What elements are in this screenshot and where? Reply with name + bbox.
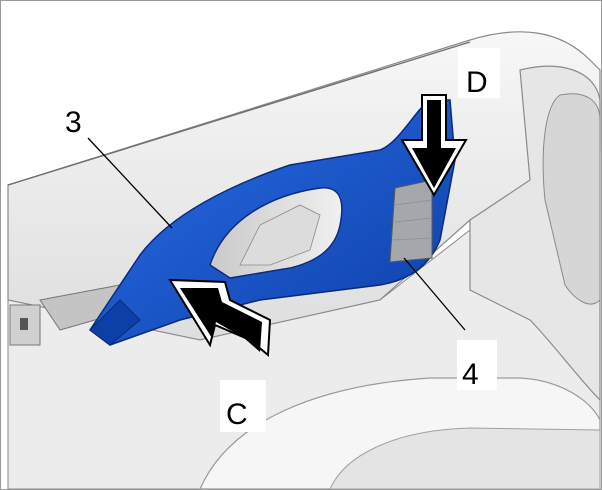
label-box-d <box>458 48 500 98</box>
handle-recess-mechanism <box>239 204 321 266</box>
handle-base-edge <box>89 299 141 346</box>
leader-line-4 <box>403 257 466 331</box>
arrow-d <box>400 94 468 197</box>
arrow-c <box>168 278 272 358</box>
insert-part-4 <box>389 179 433 263</box>
door-trim-edge <box>7 41 471 186</box>
callout-3: 3 <box>65 106 82 139</box>
label-box-c <box>220 380 266 432</box>
latch-slot <box>20 318 28 330</box>
callout-d: D <box>466 66 488 99</box>
callout-4: 4 <box>462 358 479 391</box>
door-window-switch-recess <box>542 93 601 305</box>
callout-c: C <box>226 398 248 431</box>
insert-grid <box>391 199 433 241</box>
door-pocket-inner <box>329 427 601 490</box>
label-box-4 <box>457 340 497 390</box>
leader-line-3 <box>87 137 173 229</box>
